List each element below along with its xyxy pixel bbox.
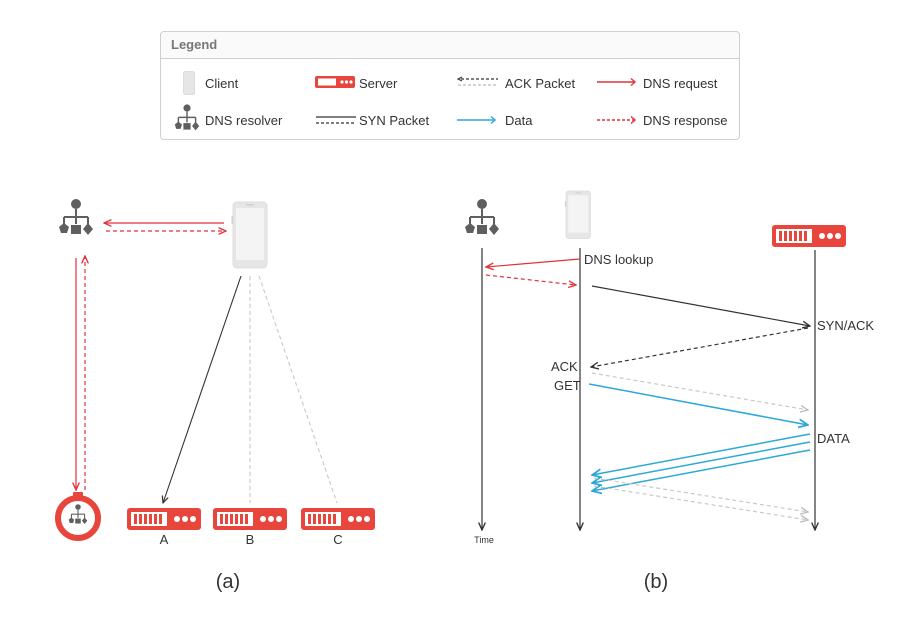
data-line-icon — [457, 115, 497, 125]
legend-data-label: Data — [505, 113, 533, 128]
server-b-label: B — [246, 532, 255, 547]
dns-request-line-icon — [597, 77, 637, 87]
legend-header — [161, 32, 739, 59]
data-arrow — [592, 441, 811, 483]
connection-to-server-a — [163, 275, 242, 503]
legend-dns-request-label: DNS request — [643, 76, 718, 91]
legend-ack-label: ACK Packet — [505, 76, 576, 91]
server-icon — [772, 225, 846, 247]
legend-title: Legend — [171, 37, 218, 52]
ack-arrow — [593, 477, 808, 512]
diagram-b: Time DNS lookup SYN/ACK ACK GET DATA (b) — [464, 190, 874, 593]
server-icon — [301, 508, 375, 530]
dns-response-line-icon — [597, 115, 637, 125]
dns-request-arrow — [486, 258, 581, 267]
dashed-line-to-server-c — [258, 275, 338, 504]
time-label: Time — [474, 535, 494, 545]
caption-a: (a) — [216, 571, 240, 593]
phone-icon — [183, 71, 195, 95]
syn-packet-line-icon — [316, 116, 356, 124]
server-icon — [213, 508, 287, 530]
server-c-label: C — [333, 532, 342, 547]
server-a-label: A — [160, 532, 169, 547]
caption-b: (b) — [644, 571, 668, 593]
dns-lookup-label: DNS lookup — [584, 252, 653, 267]
stopwatch-icon — [55, 492, 101, 541]
data-arrow — [592, 449, 811, 491]
syn-ack-label: SYN/ACK — [817, 318, 874, 333]
legend-syn-label: SYN Packet — [359, 113, 430, 128]
get-request-arrow — [588, 383, 808, 425]
ack-label: ACK — [551, 359, 578, 374]
dns-response-arrow — [485, 274, 576, 285]
syn-arrow — [591, 285, 810, 326]
legend-dns-response-label: DNS response — [643, 113, 728, 128]
ack-packet-line-icon — [457, 76, 498, 86]
legend-dns-resolver-label: DNS resolver — [205, 113, 283, 128]
legend-server-label: Server — [359, 76, 398, 91]
dns-resolver-icon — [464, 198, 500, 236]
diagram-a: A B C (a) — [55, 198, 375, 593]
server-icon — [315, 76, 355, 88]
syn-ack-arrow — [591, 327, 809, 367]
legend-box: Legend Client Server ACK Packet DNS requ… — [160, 31, 740, 140]
ack-arrow — [593, 485, 808, 520]
data-label: DATA — [817, 431, 850, 446]
dns-resolver-icon — [58, 198, 94, 236]
ack-arrow — [591, 372, 808, 410]
phone-icon — [231, 201, 268, 269]
data-arrow — [592, 433, 811, 475]
get-label: GET — [554, 378, 581, 393]
legend-client-label: Client — [205, 76, 239, 91]
server-icon — [127, 508, 201, 530]
phone-icon — [564, 190, 591, 239]
